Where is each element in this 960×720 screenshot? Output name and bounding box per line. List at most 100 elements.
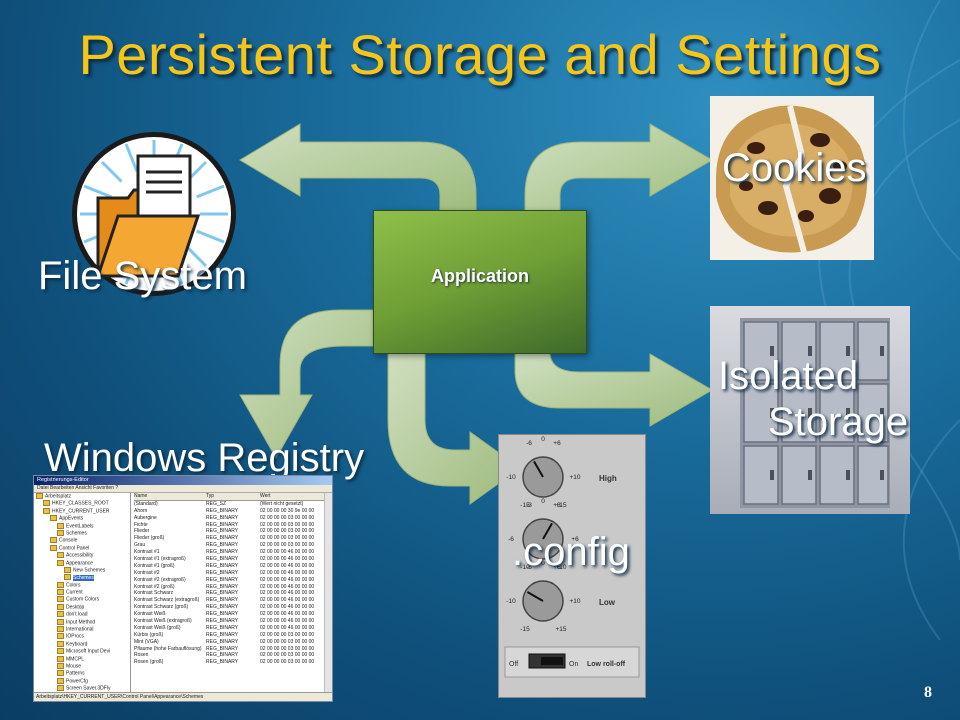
file-system-label: File System <box>38 254 247 298</box>
arrow-to-file-system <box>239 123 477 213</box>
page-number: 8 <box>924 684 932 701</box>
knob-tick-label: +15 <box>555 502 566 509</box>
application-box: Application <box>373 210 587 354</box>
registry-tree-item[interactable]: MMCPL <box>34 655 130 663</box>
registry-tree-item[interactable]: Appearance <box>34 559 130 567</box>
arrow-to-registry <box>239 309 374 460</box>
windows-registry-label: Windows Registry <box>44 436 365 480</box>
registry-tree-item[interactable]: New Schemes <box>34 566 130 574</box>
knob-tick-label: +15 <box>555 626 566 633</box>
registry-tree-item[interactable]: Patterns <box>34 670 130 677</box>
registry-tree-item[interactable]: Control Panel <box>34 544 130 552</box>
registry-editor-window: Registrierungs-Editor Datei Bearbeiten A… <box>33 475 333 702</box>
cookies-label: Cookies <box>722 146 867 190</box>
registry-tree-item[interactable]: Desktop <box>34 603 130 611</box>
registry-tree-item[interactable]: Microsoft Input Devi <box>34 648 130 655</box>
knob-band-label: Low <box>599 598 616 607</box>
registry-tree-item[interactable]: IOProcs <box>34 633 130 640</box>
arrow-to-config <box>387 351 521 505</box>
registry-tree-item[interactable]: Arbeitsplatz <box>34 493 130 500</box>
registry-tree-item[interactable]: EventLabels <box>34 522 130 530</box>
file-system-folder-icon <box>72 132 236 296</box>
registry-tree-item[interactable]: Schemes <box>34 574 130 581</box>
knob-tick-label: +10 <box>569 598 580 605</box>
knob-tick-label: 0 <box>541 560 545 567</box>
registry-tree-item[interactable]: AppEvents <box>34 515 130 522</box>
slide-title: Persistent Storage and Settings <box>78 23 882 86</box>
knob-tick-label: 0 <box>541 436 545 443</box>
registry-window-title: Registrierungs-Editor <box>34 476 332 485</box>
arrow-to-isolated-storage <box>514 351 713 427</box>
registry-tree-item[interactable]: Accessibility <box>34 552 130 559</box>
isolated-storage-label-line1: Isolated <box>718 354 859 398</box>
registry-menu-bar: Datei Bearbeiten Ansicht Favoriten ? <box>34 485 332 493</box>
knob-tick-label: -10 <box>506 474 516 481</box>
knob-tick-label: -6 <box>526 564 532 571</box>
registry-value-row[interactable]: (Standard)REG_SZ(Wert nicht gesetzt) <box>134 500 304 507</box>
registry-tree-item[interactable]: Screen Saver.3DFly <box>34 685 130 692</box>
registry-tree-item[interactable]: Console <box>34 537 130 544</box>
registry-status-bar: Arbeitsplatz\HKEY_CURRENT_USER\Control P… <box>34 692 332 701</box>
knob-tick-label: -15 <box>520 502 530 509</box>
knob-tick-label: +3 <box>553 502 561 509</box>
arrow-to-cookies <box>524 123 713 213</box>
knob-tick-label: -3 <box>526 502 532 509</box>
knob-tick-label: +10 <box>555 564 566 571</box>
registry-tree-item[interactable]: HKEY_CLASSES_ROOT <box>34 500 130 507</box>
registry-tree-item[interactable]: Keyboard <box>34 640 130 648</box>
registry-tree-item[interactable]: don't load <box>34 611 130 618</box>
knob-pointer <box>533 460 544 478</box>
knob-tick-label: -6 <box>508 536 514 543</box>
registry-tree-item[interactable]: Colors <box>34 581 130 589</box>
registry-tree-item[interactable]: Mouse <box>34 662 130 670</box>
knob-pointer <box>526 591 544 602</box>
switch-on-label: On <box>569 661 578 668</box>
cookies-image <box>710 96 874 260</box>
knob-tick-label: +10 <box>569 474 580 481</box>
registry-tree-item[interactable]: Input Method <box>34 618 130 626</box>
knob-tick-label: -15 <box>520 626 530 633</box>
registry-scrollbar <box>324 493 332 693</box>
registry-tree-item[interactable]: Custom Colors <box>34 596 130 603</box>
registry-tree-item[interactable]: Current <box>34 589 130 596</box>
knob-tick-label: -10 <box>520 564 530 571</box>
knob-tick-label: +6 <box>553 440 561 447</box>
registry-tree-item[interactable]: HKEY_CURRENT_USER <box>34 507 130 515</box>
registry-tree-item[interactable]: PowerCfg <box>34 677 130 685</box>
registry-tree-item[interactable]: Schemes <box>34 529 130 537</box>
registry-tree-item[interactable]: International <box>34 626 130 633</box>
switch-off-label: Off <box>509 661 518 668</box>
knob-tick-label: +6 <box>553 564 561 571</box>
knob-tick-label: -10 <box>506 598 516 605</box>
knob-tick-label: -6 <box>526 440 532 447</box>
knob-pointer <box>542 522 553 540</box>
config-label: .config <box>512 530 630 574</box>
